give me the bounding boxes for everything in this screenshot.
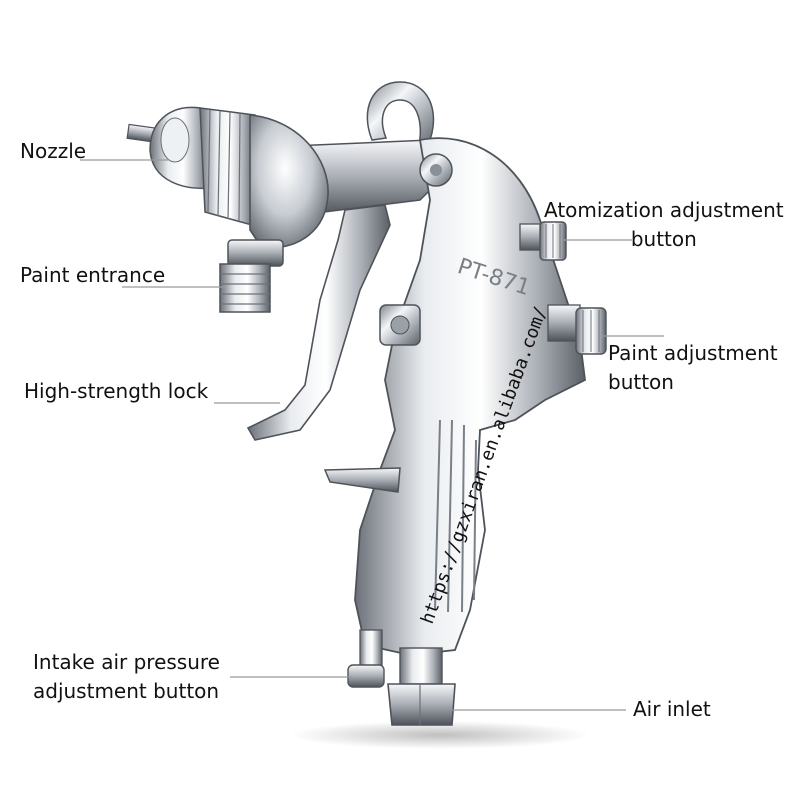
pivot-pin-center	[430, 164, 442, 176]
intake-pressure-knob	[347, 629, 385, 688]
leader-lines	[80, 159, 664, 711]
nozzle-assembly	[126, 106, 256, 226]
callout-intake-air-pressure: Intake air pressure adjustment button	[33, 650, 220, 703]
atomization-knob	[519, 221, 567, 261]
cup-housing	[249, 114, 329, 249]
callout-air-inlet: Air inlet	[633, 697, 711, 721]
callout-nozzle: Nozzle	[20, 139, 87, 163]
callout-high-strength-lock: High-strength lock	[24, 379, 209, 403]
callout-paint-adjustment: Paint adjustment button	[608, 341, 778, 394]
callout-atomization-adjustment: Atomization adjustment button	[544, 198, 784, 251]
finger-rest	[323, 467, 401, 493]
grip-ridges	[434, 419, 477, 613]
paint-entrance-fitting	[219, 239, 284, 313]
trigger-lever	[246, 204, 391, 441]
paint-adjustment-knob	[547, 304, 607, 355]
air-inlet-fitting	[387, 647, 456, 726]
trigger-nut	[379, 304, 421, 346]
callout-paint-entrance: Paint entrance	[20, 263, 166, 287]
ground-shadow	[290, 721, 590, 749]
